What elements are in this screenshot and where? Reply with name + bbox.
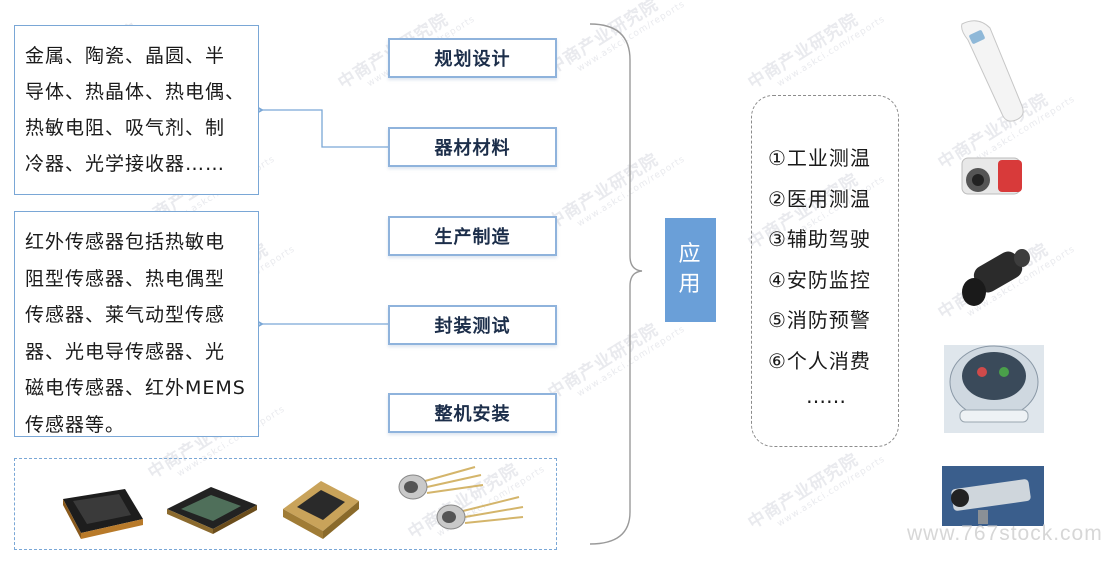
thermal-camera-image — [961, 157, 1022, 195]
application-more: …… — [806, 384, 846, 408]
product-images — [942, 20, 1044, 526]
sensors-description-box: 红外传感器包括热敏电 阻型传感器、热电偶型 传感器、莱气动型传感 器、光电导传感… — [14, 211, 259, 437]
to-can-sensor-image-1 — [398, 466, 484, 500]
step-assembly[interactable]: 整机安装 — [388, 393, 557, 433]
sensors-line: 红外传感器包括热敏电 — [25, 231, 226, 253]
sensors-line: 磁电传感器、红外MEMS — [25, 377, 246, 399]
footer-url: www.767stock.com — [907, 522, 1103, 545]
step-packaging-testing[interactable]: 封装测试 — [388, 305, 557, 345]
sensor-images-strip — [14, 458, 557, 550]
application-label-char: 用 — [678, 272, 703, 297]
thermometer-image — [961, 20, 1024, 122]
sensors-line: 阻型传感器、热电偶型 — [25, 267, 226, 290]
materials-line: 冷器、光学接收器…… — [25, 153, 226, 175]
to-can-sensor-image-2 — [436, 496, 524, 530]
sensor-chip-image-2 — [167, 487, 257, 534]
application-label: 应 用 — [665, 218, 716, 322]
sensors-line: 器、光电导传感器、光 — [25, 340, 226, 363]
smart-vehicle-image — [944, 345, 1044, 433]
materials-line: 金属、陶瓷、晶圆、半 — [25, 45, 226, 67]
application-item: ⑤消防预警 — [768, 308, 871, 332]
sensor-chip-image-1 — [63, 489, 143, 539]
materials-line: 导体、热晶体、热电偶、 — [25, 81, 246, 103]
arrow-materials — [252, 104, 388, 148]
application-item: ③辅助驾驶 — [768, 227, 871, 251]
step-planning-design[interactable]: 规划设计 — [388, 38, 557, 78]
night-vision-image — [962, 249, 1030, 306]
step-equipment-materials[interactable]: 器材材料 — [388, 127, 557, 167]
application-item: ①工业测温 — [768, 146, 871, 170]
sensors-line: 传感器、莱气动型传感 — [25, 304, 226, 326]
right-brace — [589, 23, 643, 545]
application-item: ⑥个人消费 — [768, 348, 871, 373]
application-item: ②医用测温 — [768, 186, 871, 211]
sensor-chip-image-3 — [283, 481, 359, 539]
application-list: ①工业测温 ②医用测温 ③辅助驾驶 ④安防监控 ⑤消防预警 ⑥个人消费 …… — [751, 95, 899, 447]
surveillance-camera-image — [942, 466, 1044, 526]
application-label-char: 应 — [678, 242, 703, 267]
application-item: ④安防监控 — [768, 267, 871, 292]
sensor-images — [63, 466, 524, 539]
materials-line: 热敏电阻、吸气剂、制 — [25, 117, 226, 139]
materials-description-box: 金属、陶瓷、晶圆、半 导体、热晶体、热电偶、 热敏电阻、吸气剂、制 冷器、光学接… — [14, 25, 259, 195]
sensors-line: 传感器等。 — [25, 413, 126, 436]
step-manufacturing[interactable]: 生产制造 — [388, 216, 557, 256]
